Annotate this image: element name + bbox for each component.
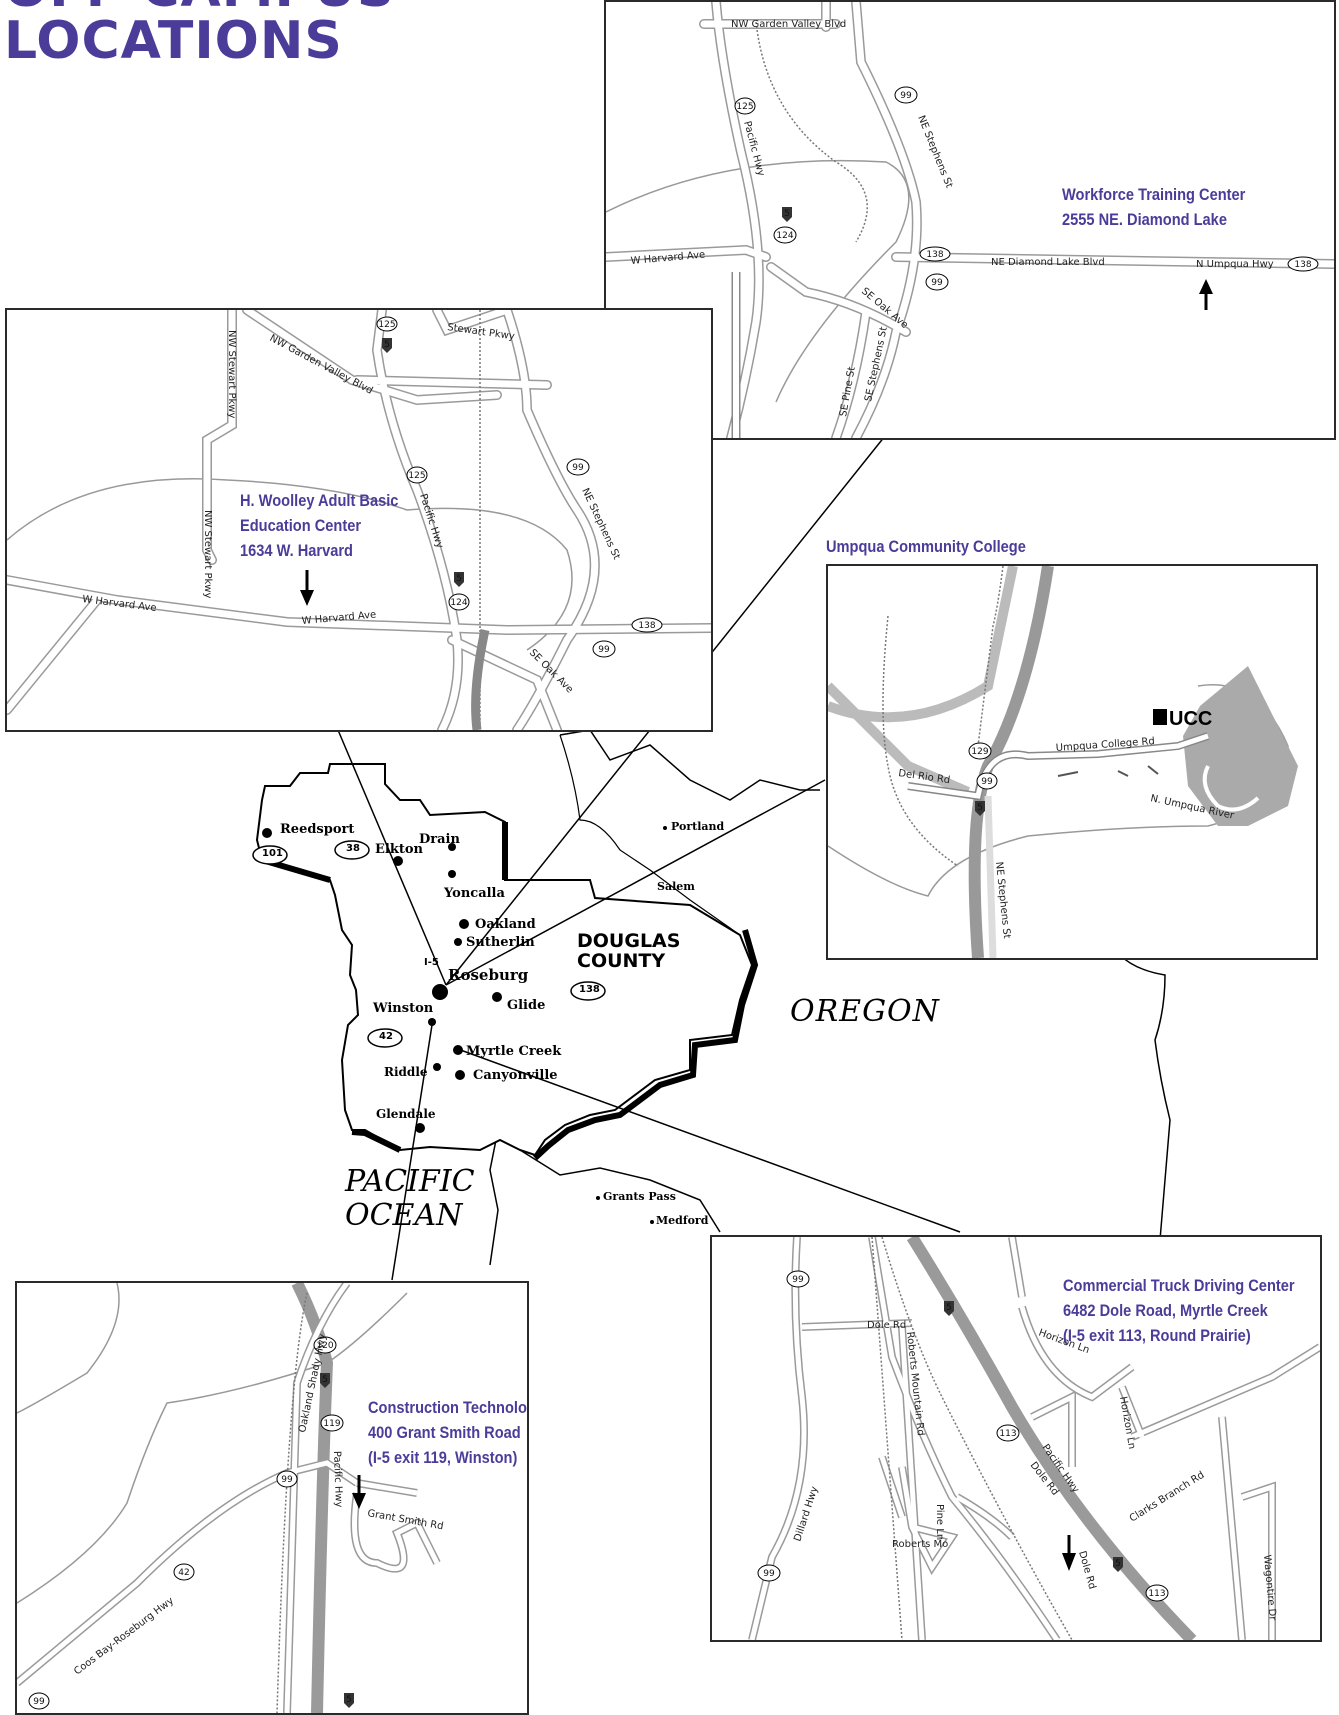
construction-caption: Construction Technology Center 400 Grant… — [368, 1395, 527, 1470]
shield-99: 99 — [981, 777, 993, 787]
road-clarks-branch-rd: Clarks Branch Rd — [1128, 1470, 1207, 1525]
shield-113-a: 113 — [999, 1429, 1016, 1439]
construction-caption-line2: 400 Grant Smith Road — [368, 1423, 521, 1442]
shield-5-a: 5 — [946, 1303, 952, 1313]
shield-120: 120 — [316, 1341, 333, 1351]
shield-99-a: 99 — [792, 1275, 804, 1285]
page-title-line1: OFF CAMPUS — [4, 0, 395, 16]
shield-124: 124 — [450, 598, 467, 608]
shield-138-b: 138 — [1294, 260, 1311, 270]
ucc-title: Umpqua Community College — [826, 537, 1026, 556]
ucc-logo-text: UCC — [1169, 708, 1212, 730]
page-title-line2: LOCATIONS — [4, 11, 343, 71]
road-pine-ln: Pine Ln — [934, 1504, 945, 1540]
panel-workforce-map: 99 125 5 124 138 99 138 NW Garden Valley… — [604, 0, 1336, 440]
shield-113-b: 113 — [1148, 1589, 1165, 1599]
road-dole-rd-c: Dole Rd — [1076, 1550, 1097, 1591]
road-ne-stephens-st: NE Stephens St — [993, 861, 1012, 939]
truck-map-drawing: 99 5 113 99 5 113 Dole Rd Dole Rd Dole R… — [748, 1237, 1320, 1640]
woolley-caption-line1: H. Woolley Adult Basic — [240, 491, 399, 510]
shield-5-b: 5 — [456, 574, 462, 584]
road-nw-stewart-pkwy-b: NW Stewart Pkwy — [202, 510, 213, 598]
shield-42: 42 — [178, 1568, 189, 1578]
road-pacific-hwy: Pacific Hwy — [331, 1451, 344, 1508]
shield-5-a: 5 — [384, 340, 390, 350]
shield-119: 119 — [323, 1419, 340, 1429]
construction-caption-line3: (I-5 exit 119, Winston) — [368, 1448, 518, 1467]
shield-5-a: 5 — [322, 1375, 328, 1385]
road-ne-stephens-st: NE Stephens St — [915, 114, 954, 190]
woolley-caption-line3: 1634 W. Harvard — [240, 541, 353, 560]
shield-125: 125 — [736, 102, 753, 112]
road-roberts-mtn-rd: Roberts Mo — [892, 1539, 948, 1550]
road-ne-diamond-lake-blvd: NE Diamond Lake Blvd — [991, 257, 1105, 268]
construction-map-drawing: 120 5 119 99 42 99 5 Grant Smith Rd Paci… — [17, 1283, 444, 1713]
shield-5-b: 5 — [1115, 1559, 1121, 1569]
woolley-caption: H. Woolley Adult Basic Education Center … — [240, 488, 398, 563]
shield-99-b: 99 — [931, 278, 943, 288]
truck-caption-line1: Commercial Truck Driving Center — [1063, 1276, 1295, 1295]
shield-5: 5 — [784, 209, 790, 219]
shield-125-a: 125 — [378, 320, 395, 330]
truck-caption-line3: (I-5 exit 113, Round Prairie) — [1063, 1326, 1251, 1345]
woolley-map-drawing: 125 5 125 99 5 124 138 99 NW Stewart Pkw… — [7, 310, 711, 730]
ucc-logo-mark — [1153, 709, 1167, 725]
oregon-outline — [489, 729, 1171, 1266]
road-nw-stewart-pkwy-a: NW Stewart Pkwy — [226, 330, 237, 418]
road-coos-bay-roseburg-hwy: Coos Bay-Roseburg Hwy — [72, 1595, 176, 1677]
workforce-caption-line2: 2555 NE. Diamond Lake — [1062, 210, 1227, 229]
shield-99-a: 99 — [900, 91, 912, 101]
workforce-map-drawing: 99 125 5 124 138 99 138 NW Garden Valley… — [606, 2, 1334, 438]
woolley-caption-line2: Education Center — [240, 516, 362, 535]
shield-99-b: 99 — [598, 645, 610, 655]
panel-construction-map: 120 5 119 99 42 99 5 Grant Smith Rd Paci… — [15, 1281, 529, 1715]
road-se-oak-ave: SE Oak Ave — [527, 647, 575, 695]
panel-truck-map: 99 5 113 99 5 113 Dole Rd Dole Rd Dole R… — [710, 1235, 1322, 1642]
shield-5-b: 5 — [346, 1695, 352, 1705]
shield-125-b: 125 — [408, 471, 425, 481]
panel-woolley-map: 125 5 125 99 5 124 138 99 NW Stewart Pkw… — [5, 308, 713, 732]
road-del-rio-rd: Del Rio Rd — [898, 768, 951, 786]
shield-99-a: 99 — [572, 463, 584, 473]
road-n-umpqua-hwy: N Umpqua Hwy — [1196, 259, 1274, 270]
workforce-caption-line1: Workforce Training Center — [1062, 185, 1246, 204]
panel-ucc-map: 129 99 5 UCC Umpqua College Rd Del Rio R… — [826, 564, 1318, 960]
ucc-map-drawing: 129 99 5 UCC Umpqua College Rd Del Rio R… — [828, 566, 1298, 958]
shield-138-a: 138 — [926, 250, 943, 260]
shield-124: 124 — [776, 231, 793, 241]
shield-99-a: 99 — [281, 1475, 293, 1485]
truck-caption-line2: 6482 Dole Road, Myrtle Creek — [1063, 1301, 1268, 1320]
shield-138: 138 — [638, 621, 655, 631]
construction-caption-line1: Construction Technology Center — [368, 1398, 527, 1417]
road-dole-rd-a: Dole Rd — [867, 1320, 906, 1331]
shield-129: 129 — [971, 747, 988, 757]
truck-caption: Commercial Truck Driving Center 6482 Dol… — [1063, 1273, 1295, 1348]
shield-99-b: 99 — [763, 1569, 775, 1579]
road-nw-garden-valley-blvd: NW Garden Valley Blvd — [268, 333, 375, 397]
road-nw-garden-valley-blvd: NW Garden Valley Blvd — [731, 19, 846, 30]
road-stewart-pkwy: Stewart Pkwy — [447, 322, 516, 342]
shield-5: 5 — [977, 803, 983, 813]
workforce-caption: Workforce Training Center 2555 NE. Diamo… — [1062, 182, 1245, 232]
